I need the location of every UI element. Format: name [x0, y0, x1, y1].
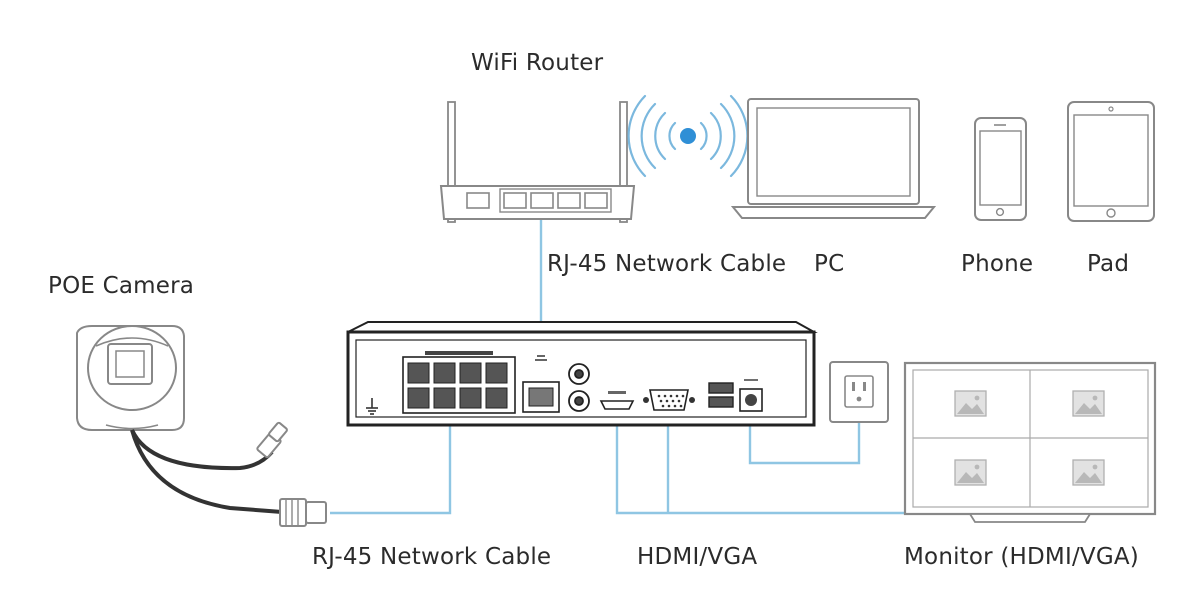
wifi-router: [439, 101, 636, 223]
camera-pigtail-cable: [130, 429, 274, 471]
monitor-icon: [903, 361, 1157, 523]
hdmi-cable: [615, 425, 912, 515]
audio-ports: [568, 363, 590, 412]
phone-icon: [974, 117, 1027, 221]
laptop-icon: [730, 98, 937, 219]
poe-port-block: [402, 351, 516, 414]
camera-dc-connector: [256, 421, 288, 459]
label-poe-camera: POE Camera: [48, 273, 195, 299]
router-antenna-left: [447, 101, 456, 223]
ground-icon: [366, 398, 378, 415]
power-cable: [748, 423, 861, 465]
camera-lens: [107, 343, 153, 385]
vga-port: [643, 389, 695, 411]
label-wifi-router: WiFi Router: [471, 50, 604, 76]
router-port-group: [499, 188, 612, 213]
poe-camera: [76, 325, 327, 527]
dc-power-port: [739, 379, 763, 412]
wifi-signal-icon: [627, 94, 749, 178]
label-pc: PC: [814, 251, 845, 277]
label-pad: Pad: [1087, 251, 1130, 277]
camera-nvr-cable: [330, 420, 452, 515]
camera-rj45-connector: [279, 498, 327, 527]
lan-port: [522, 355, 560, 413]
router-antenna-right: [619, 101, 628, 223]
hdmi-port: [599, 391, 635, 410]
nvr-recorder: [346, 321, 818, 427]
power-outlet-icon: [829, 361, 889, 423]
label-hdmi-vga: HDMI/VGA: [637, 544, 758, 570]
label-monitor: Monitor (HDMI/VGA): [904, 544, 1139, 570]
label-network-cable-bottom: RJ-45 Network Cable: [312, 544, 552, 570]
router-ports: [466, 192, 608, 209]
label-phone: Phone: [961, 251, 1034, 277]
label-network-cable-top: RJ-45 Network Cable: [547, 251, 787, 277]
usb-ports: [708, 382, 734, 408]
tablet-icon: [1067, 101, 1155, 222]
